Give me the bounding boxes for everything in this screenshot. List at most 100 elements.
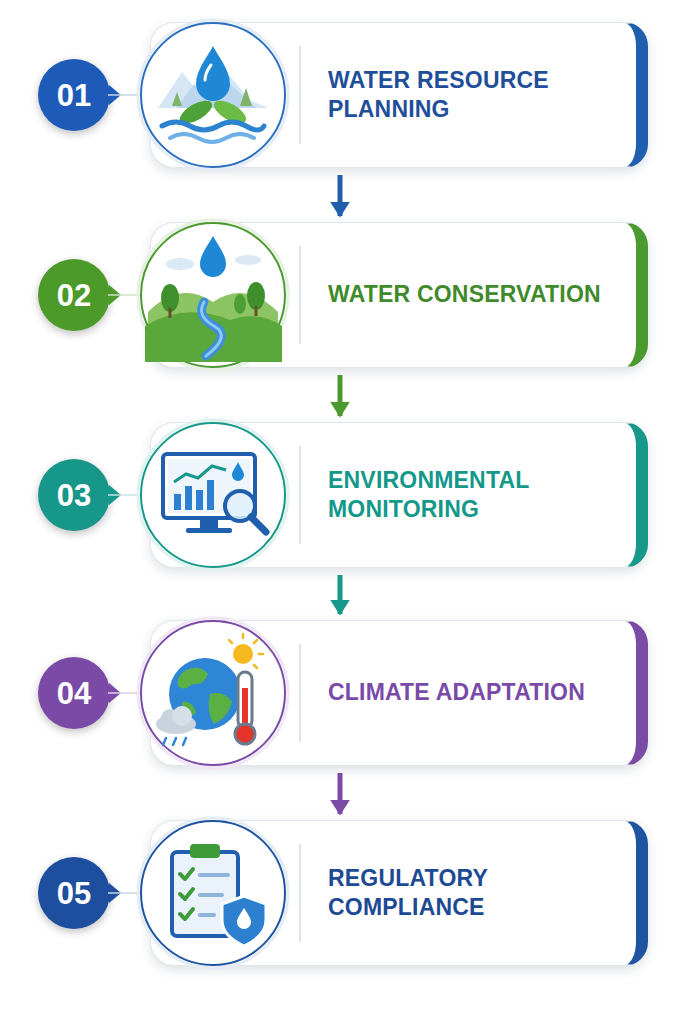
badge-pointer (109, 85, 121, 105)
step-number: 01 (57, 80, 91, 111)
compliance-icon-part-part (200, 913, 214, 917)
conservation-icon-part (235, 255, 261, 265)
step-number-badge: 02 (38, 259, 110, 331)
compliance-icon-part (237, 908, 251, 929)
planning-icon-part (196, 46, 230, 101)
step-card: WATER CONSERVATION02 (150, 222, 648, 368)
compliance-icon-part-part (180, 869, 193, 879)
compliance-icon (108, 818, 300, 968)
planning-icon-part (170, 134, 254, 142)
climate-icon-part (299, 644, 301, 742)
conservation-icon-part (247, 282, 265, 310)
monitoring-icon-part (138, 420, 288, 570)
monitoring-icon-part (225, 491, 255, 521)
card-text-area: WATER RESOURCE PLANNING (328, 23, 618, 167)
planning-icon-part (108, 94, 141, 96)
compliance-icon-part (200, 875, 228, 915)
climate-icon-part (108, 692, 141, 694)
conservation-icon-part (148, 293, 278, 342)
planning-icon-part (138, 20, 288, 170)
monitoring-icon-part (299, 446, 301, 544)
step-card: WATER RESOURCE PLANNING01 (150, 22, 648, 168)
monitoring-icon-part (207, 480, 214, 510)
monitoring-icon-part (185, 486, 192, 510)
climate-icon-part-part (259, 653, 263, 656)
monitoring-icon-part (141, 423, 285, 567)
compliance-icon-part (172, 852, 238, 936)
monitoring-icon-part (200, 518, 218, 528)
card-text-column: WATER CONSERVATION (328, 280, 601, 309)
flow-arrow (338, 575, 343, 614)
monitoring-icon-part (163, 454, 255, 518)
planning-icon (108, 20, 300, 170)
compliance-icon-part-part (200, 873, 228, 877)
climate-icon-part (209, 693, 232, 724)
compliance-icon-part (180, 869, 193, 919)
monitoring-icon-part (251, 517, 266, 532)
planning-icon-part (240, 88, 252, 106)
climate-icon (108, 618, 300, 768)
compliance-icon-part-part (180, 909, 193, 919)
monitoring-icon (108, 420, 300, 570)
flow-arrow (338, 175, 343, 216)
monitoring-icon-part (168, 459, 250, 513)
climate-icon-part (233, 644, 253, 664)
planning-icon-part (176, 96, 215, 128)
card-text-column: REGULATORY COMPLIANCE (328, 864, 618, 923)
climate-icon-part (178, 668, 208, 689)
step-title: CLIMATE ADAPTATION (328, 678, 585, 707)
step-card: ENVIRONMENTAL MONITORING03 (150, 422, 648, 568)
climate-icon-part (242, 688, 248, 730)
step-card: CLIMATE ADAPTATION04 (150, 620, 648, 766)
climate-icon-part (229, 634, 263, 668)
compliance-icon-part (222, 896, 266, 946)
flow-arrow (338, 773, 343, 814)
climate-icon-part-part (183, 738, 186, 745)
monitoring-icon-part (232, 462, 244, 481)
conservation-icon-part (202, 302, 222, 356)
climate-icon-part (138, 618, 288, 768)
planning-icon-part (176, 82, 256, 108)
conservation-icon-part (141, 223, 285, 367)
monitoring-icon-part (196, 490, 203, 510)
compliance-icon-part (299, 844, 301, 942)
badge-pointer (109, 683, 121, 703)
step-number-badge: 03 (38, 459, 110, 531)
compliance-icon-part (138, 818, 288, 968)
planning-icon-part (299, 46, 301, 144)
climate-icon-part (235, 724, 255, 744)
conservation-icon-part (255, 306, 258, 316)
climate-icon-part (238, 672, 252, 728)
card-text-column: WATER RESOURCE PLANNING (328, 66, 618, 125)
conservation-icon-part (108, 294, 141, 296)
compliance-icon-part-part (180, 889, 193, 899)
monitoring-icon-part (186, 528, 232, 533)
monitoring-icon-part (174, 466, 226, 482)
climate-icon-part-part (254, 665, 257, 668)
compliance-icon-part (190, 844, 220, 858)
compliance-icon-part (108, 892, 141, 894)
climate-icon-part-part (229, 640, 232, 643)
climate-icon-part (141, 621, 285, 765)
card-text-area: WATER CONSERVATION (328, 223, 618, 367)
card-text-area: CLIMATE ADAPTATION (328, 621, 618, 765)
climate-icon-part-part (242, 634, 245, 638)
climate-icon-part (169, 658, 241, 730)
step-card: REGULATORY COMPLIANCE05 (150, 820, 648, 966)
climate-icon-part (163, 738, 186, 745)
conservation-icon-part (166, 258, 194, 270)
step-number-badge: 04 (38, 657, 110, 729)
conservation-icon-part (161, 284, 179, 312)
card-text-column: CLIMATE ADAPTATION (328, 678, 585, 707)
planning-icon-part (172, 92, 182, 106)
step-number-badge: 01 (38, 59, 110, 131)
conservation-icon-part (234, 294, 246, 314)
monitoring-icon-part (174, 494, 181, 510)
badge-pointer (109, 883, 121, 903)
step-title: ENVIRONMENTAL MONITORING (328, 466, 618, 525)
card-text-area: REGULATORY COMPLIANCE (328, 821, 618, 965)
conservation-icon-part (200, 236, 226, 277)
card-text-column: ENVIRONMENTAL MONITORING (328, 466, 618, 525)
monitoring-icon-part (108, 494, 141, 496)
